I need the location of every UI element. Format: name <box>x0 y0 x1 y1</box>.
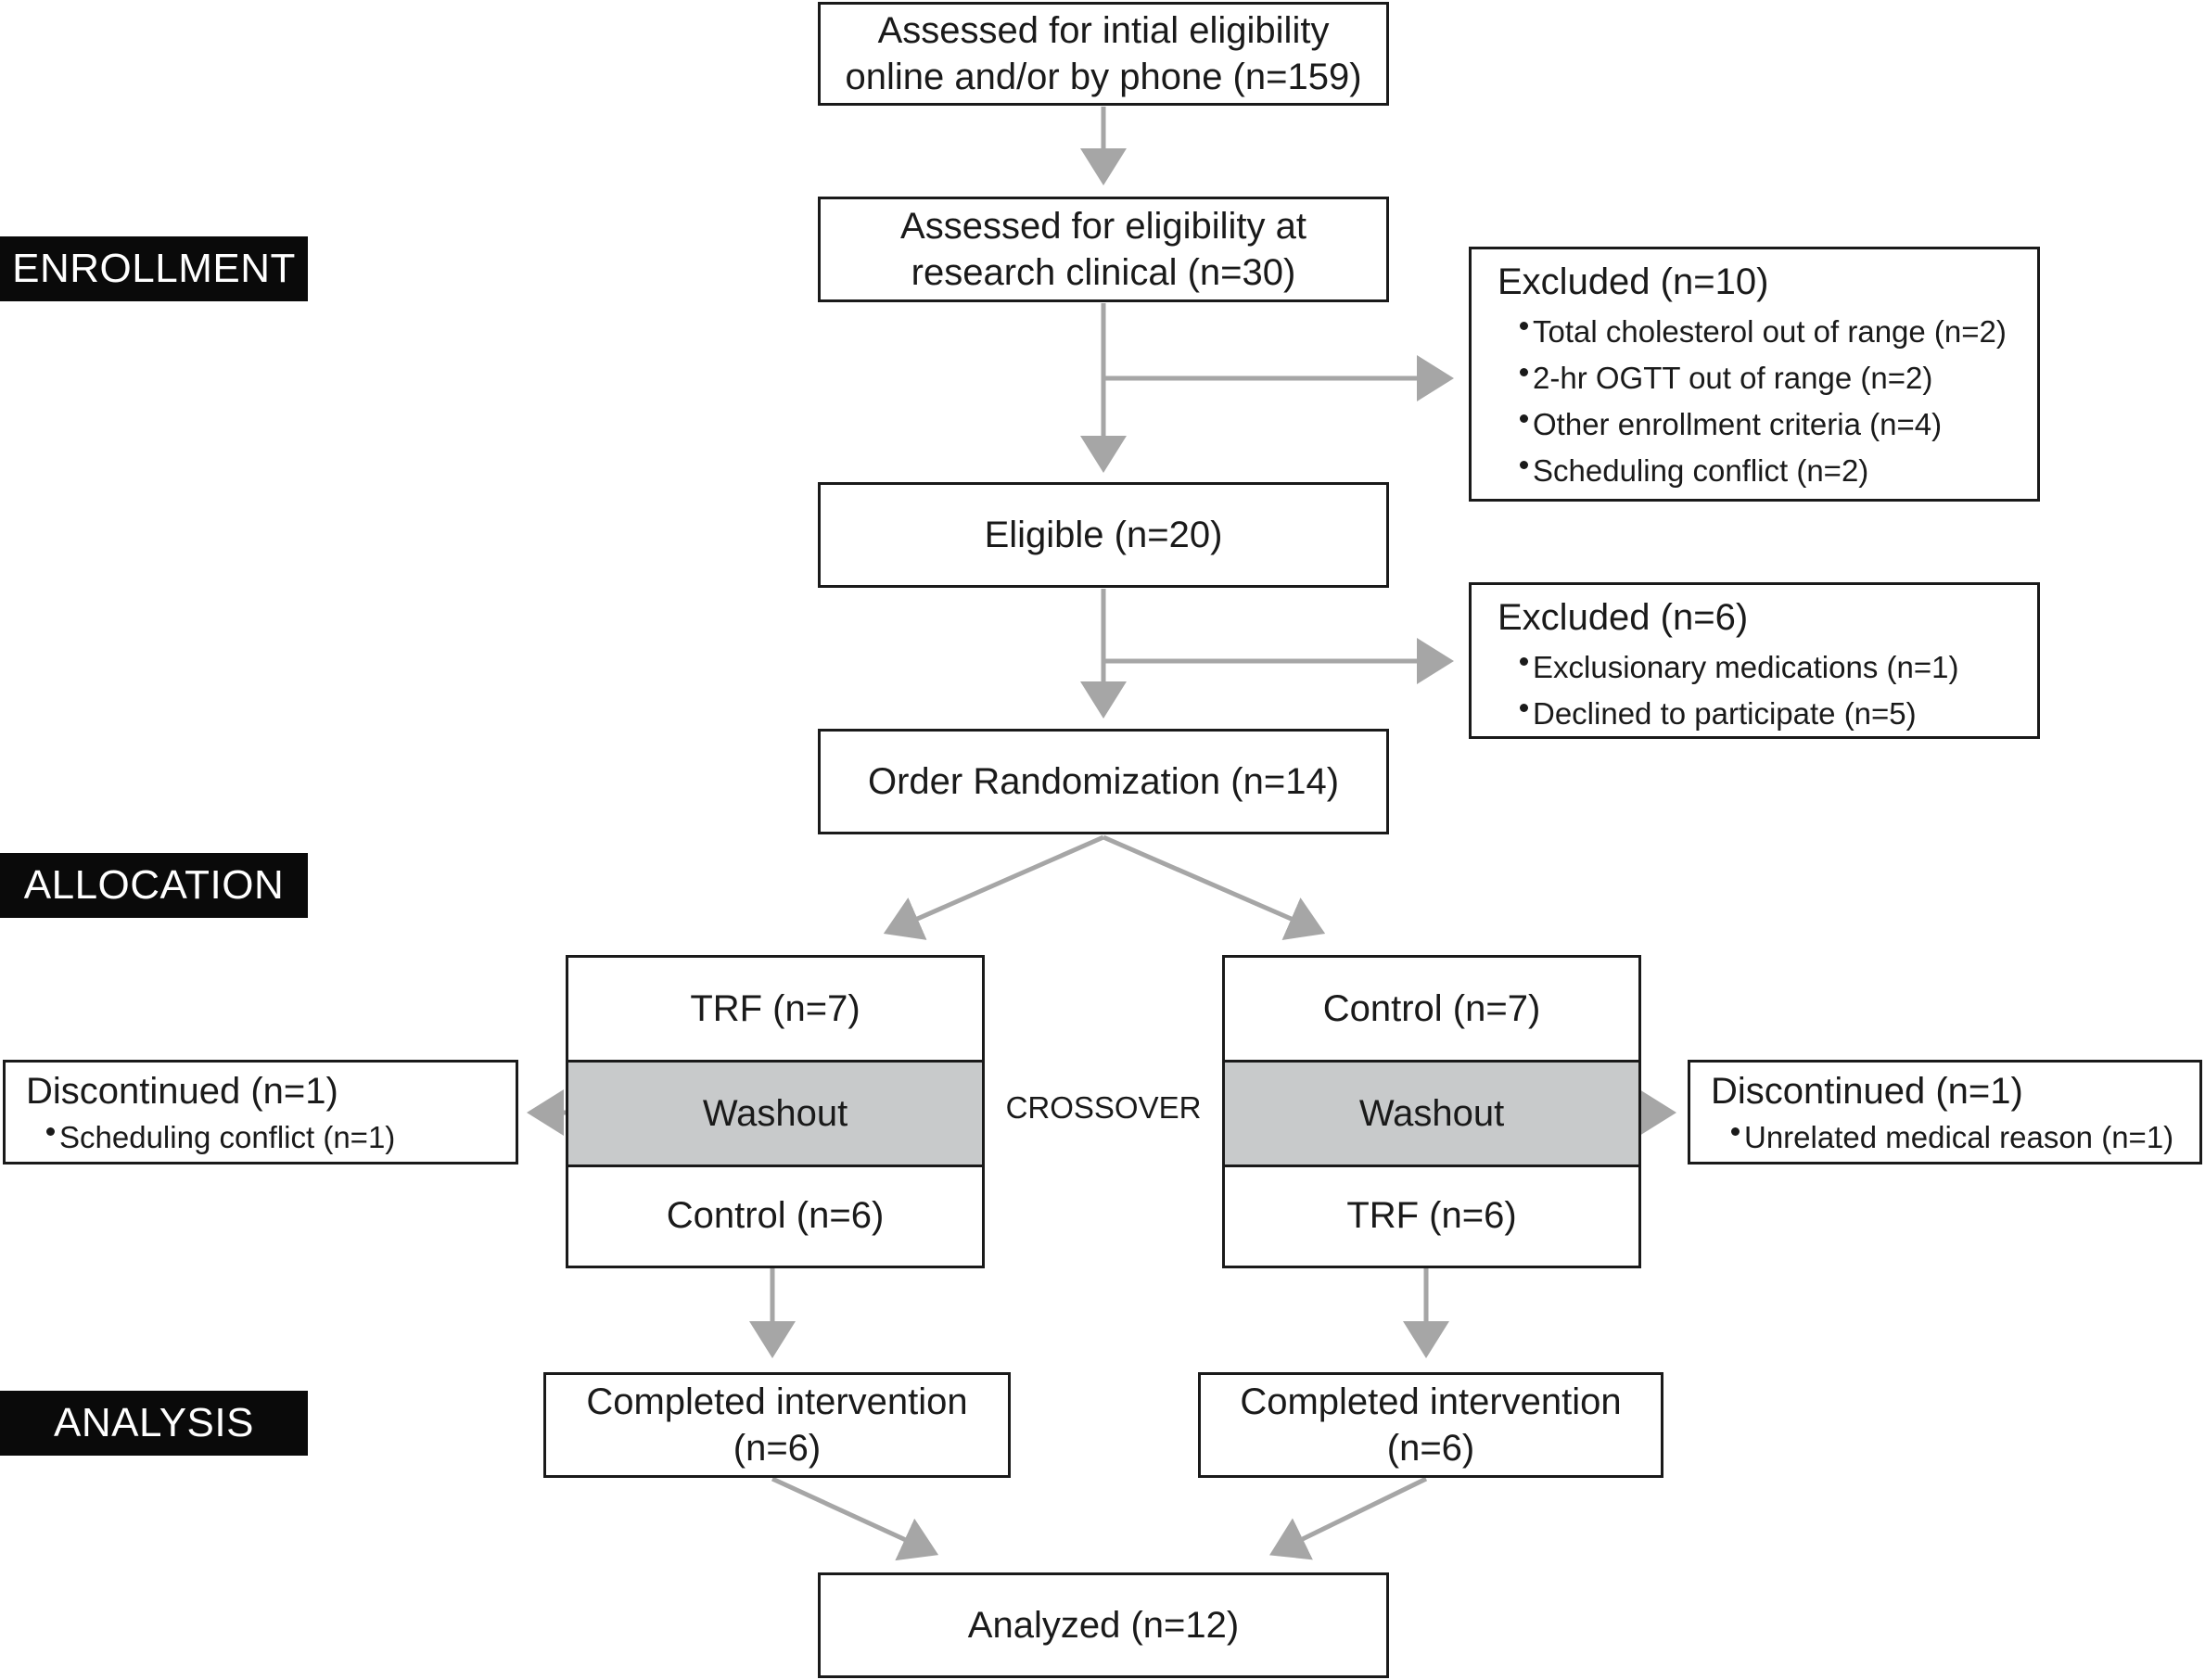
discontinued-right-list: Unrelated medical reason (n=1) <box>1731 1114 2199 1161</box>
randomization-label: Order Randomization (n=14) <box>867 761 1340 802</box>
completed-right-box: Completed intervention (n=6) <box>1198 1372 1663 1478</box>
arrow-completed-left-to-analyzed <box>771 1476 939 1561</box>
excluded-2-title: Excluded (n=6) <box>1498 597 1749 638</box>
arrow-randomization-to-right <box>1102 834 1326 940</box>
list-item: Other enrollment criteria (n=4) <box>1520 401 2037 448</box>
initial-eligibility-line-2: online and/or by phone (n=159) <box>845 57 1362 97</box>
arm-right-top: Control (n=7) <box>1322 987 1541 1029</box>
excluded-box-2: Excluded (n=6) Exclusionary medications … <box>1469 582 2040 739</box>
arm-left-top: TRF (n=7) <box>690 987 860 1029</box>
initial-eligibility-line-1: Assessed for intial eligibility <box>877 10 1330 51</box>
excluded-1-list: Total cholesterol out of range (n=2) 2-h… <box>1520 309 2037 494</box>
initial-eligibility-box: Assessed for intial eligibility online a… <box>818 2 1389 106</box>
completed-left-box: Completed intervention (n=6) <box>543 1372 1011 1478</box>
list-item: 2-hr OGTT out of range (n=2) <box>1520 355 2037 401</box>
crossover-label: CROSSOVER <box>1005 1090 1202 1125</box>
discontinued-box-left: Discontinued (n=1) Scheduling conflict (… <box>3 1060 518 1165</box>
completed-right-line-2: (n=6) <box>1386 1428 1475 1469</box>
stage-label-enrollment: ENROLLMENT <box>0 236 308 301</box>
completed-right-line-1: Completed intervention <box>1240 1381 1622 1422</box>
eligible-box: Eligible (n=20) <box>818 482 1389 588</box>
discontinued-right-title: Discontinued (n=1) <box>1711 1071 2023 1112</box>
excluded-box-1: Excluded (n=10) Total cholesterol out of… <box>1469 247 2040 502</box>
discontinued-left-list: Scheduling conflict (n=1) <box>46 1114 516 1161</box>
arm-left: TRF (n=7) Washout Control (n=6) <box>566 955 985 1268</box>
list-item: Declined to participate (n=5) <box>1520 691 2037 737</box>
discontinued-left-title: Discontinued (n=1) <box>26 1071 338 1112</box>
list-item: Scheduling conflict (n=1) <box>46 1114 516 1161</box>
stage-label-analysis: ANALYSIS <box>0 1391 308 1456</box>
clinical-eligibility-line-1: Assessed for eligibility at <box>900 206 1306 247</box>
clinical-eligibility-line-2: research clinical (n=30) <box>911 252 1296 293</box>
arrow-randomization-to-left <box>883 834 1105 940</box>
excluded-2-list: Exclusionary medications (n=1) Declined … <box>1520 644 2037 737</box>
list-item: Total cholesterol out of range (n=2) <box>1520 309 2037 355</box>
stage-label-allocation: ALLOCATION <box>0 853 308 918</box>
arm-right-washout: Washout <box>1225 1060 1638 1167</box>
list-item: Scheduling conflict (n=2) <box>1520 448 2037 494</box>
analyzed-label: Analyzed (n=12) <box>967 1605 1240 1646</box>
randomization-box: Order Randomization (n=14) <box>818 729 1389 834</box>
list-item: Unrelated medical reason (n=1) <box>1731 1114 2199 1161</box>
arm-right-bottom: TRF (n=6) <box>1346 1194 1517 1236</box>
discontinued-box-right: Discontinued (n=1) Unrelated medical rea… <box>1688 1060 2202 1165</box>
analyzed-box: Analyzed (n=12) <box>818 1572 1389 1678</box>
list-item: Exclusionary medications (n=1) <box>1520 644 2037 691</box>
completed-left-line-2: (n=6) <box>733 1428 822 1469</box>
arm-right: Control (n=7) Washout TRF (n=6) <box>1222 955 1641 1268</box>
clinical-eligibility-box: Assessed for eligibility at research cli… <box>818 197 1389 302</box>
eligible-label: Eligible (n=20) <box>984 515 1223 555</box>
arm-left-bottom: Control (n=6) <box>666 1194 885 1236</box>
arrow-completed-right-to-analyzed <box>1269 1476 1428 1560</box>
arm-left-washout: Washout <box>568 1060 982 1167</box>
completed-left-line-1: Completed intervention <box>586 1381 968 1422</box>
excluded-1-title: Excluded (n=10) <box>1498 261 1769 302</box>
